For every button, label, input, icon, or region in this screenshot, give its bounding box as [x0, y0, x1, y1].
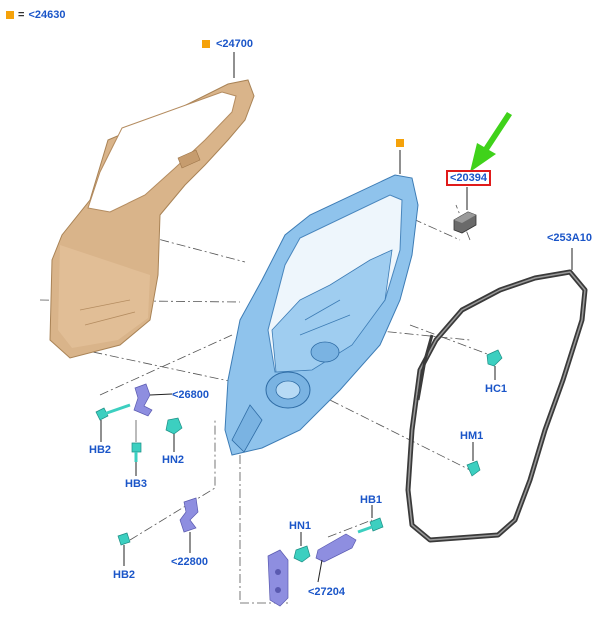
- nut-hn1[interactable]: [293, 532, 311, 563]
- clip-hm1[interactable]: [466, 442, 481, 477]
- outer-door-panel[interactable]: [49, 79, 255, 359]
- callout-highlighted-part[interactable]: <20394: [446, 170, 492, 186]
- check-arm[interactable]: [267, 533, 357, 607]
- callout-outer-panel[interactable]: <24700: [216, 38, 254, 50]
- legend-equals: =: [18, 9, 25, 21]
- label-hn1[interactable]: HN1: [289, 520, 312, 532]
- label-hb1[interactable]: HB1: [360, 494, 383, 506]
- label-hc1[interactable]: HC1: [485, 383, 508, 395]
- bolt-hb2-upper[interactable]: [95, 403, 131, 442]
- label-hb2-lower[interactable]: HB2: [113, 569, 136, 581]
- marker-square-icon: [6, 11, 14, 20]
- label-hb3[interactable]: HB3: [125, 478, 148, 490]
- nut-hn2[interactable]: [165, 417, 183, 452]
- clip-hc1[interactable]: [486, 349, 503, 380]
- callout-hinge-lower[interactable]: <22800: [171, 556, 209, 568]
- label-hn2[interactable]: HN2: [162, 454, 185, 466]
- legend-code-link[interactable]: <24630: [28, 9, 66, 21]
- highlighted-part[interactable]: [453, 187, 477, 234]
- hinge-lower[interactable]: [179, 497, 199, 553]
- callout-check-arm[interactable]: <27204: [308, 586, 346, 598]
- hinge-upper[interactable]: [133, 383, 173, 417]
- label-hb2-upper[interactable]: HB2: [89, 444, 112, 456]
- inner-panel-marker: [396, 139, 404, 174]
- label-hm1[interactable]: HM1: [460, 430, 484, 442]
- callout-weatherstrip[interactable]: <253A10: [547, 232, 592, 244]
- bolt-hb2-lower[interactable]: [117, 532, 131, 566]
- green-arrow-icon: [470, 112, 512, 172]
- legend: =<24630: [6, 9, 65, 21]
- outer-panel-leader: [202, 40, 235, 78]
- marker-square-icon: [202, 40, 210, 48]
- inner-door-panel[interactable]: [224, 174, 419, 456]
- bolt-hb3[interactable]: [131, 420, 142, 476]
- weatherstrip[interactable]: [405, 248, 588, 543]
- bolt-hb1[interactable]: [357, 505, 384, 534]
- marker-square-icon: [396, 139, 404, 147]
- callout-hinge-upper[interactable]: <26800: [172, 389, 210, 401]
